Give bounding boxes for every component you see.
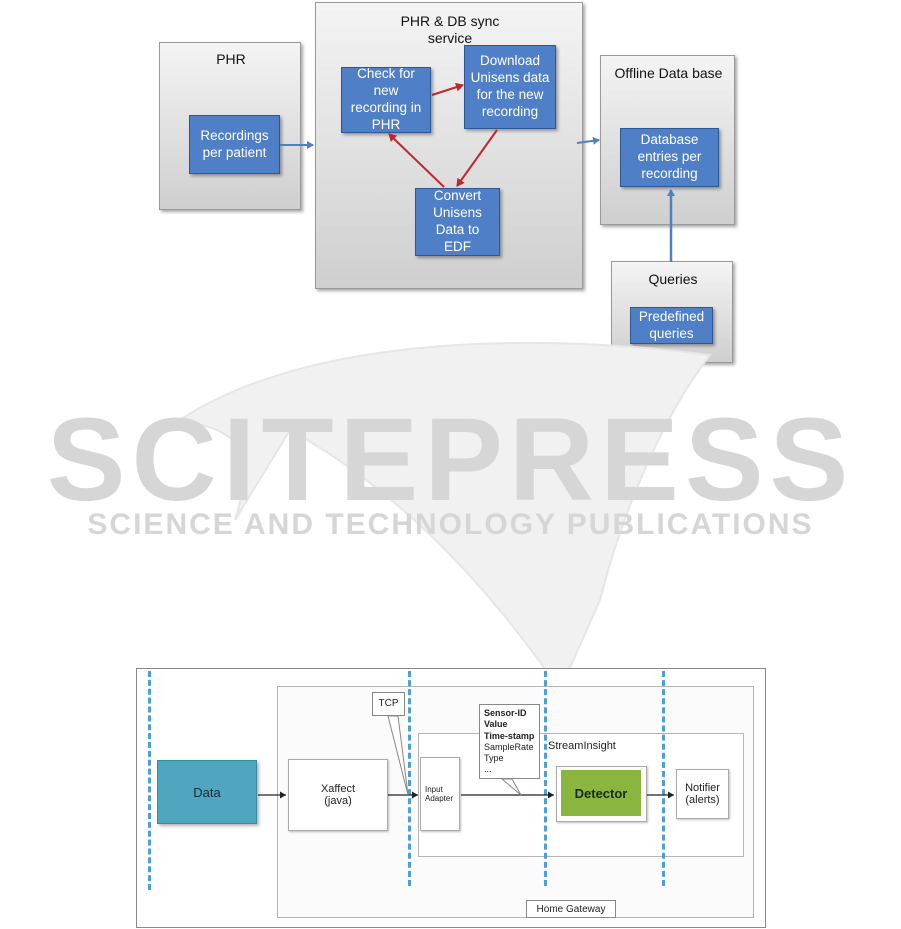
dashed-separator-2 <box>408 671 411 886</box>
sensor-fields-callout: Sensor-ID Value Time-stamp SampleRate Ty… <box>479 704 540 779</box>
recordings-per-patient-box: Recordings per patient <box>189 115 280 174</box>
detector-box: Detector <box>561 770 641 816</box>
download-unisens-box: Download Unisens data for the new record… <box>464 45 556 129</box>
input-adapter-box: Input Adapter <box>420 757 460 831</box>
arrow-convert-to-check <box>388 133 445 188</box>
sync-service-title-line1: PHR & DB sync <box>400 13 500 29</box>
watermark-main: SCITEPRESS <box>46 394 855 526</box>
callout-value: Value <box>484 719 508 730</box>
database-entries-box: Database entries per recording <box>620 128 719 187</box>
queries-title: Queries <box>648 271 698 287</box>
watermark-sub: SCIENCE AND TECHNOLOGY PUBLICATIONS <box>87 508 814 541</box>
sync-service-title-line2: service <box>427 30 473 46</box>
predefined-queries-box: Predefined queries <box>630 307 713 344</box>
callout-ellipsis: ... <box>484 764 492 775</box>
callout-time-stamp: Time-stamp <box>484 730 535 741</box>
callout-samplerate: SampleRate <box>484 741 534 752</box>
phr-title: PHR <box>216 51 246 67</box>
home-gateway-label-box: Home Gateway <box>526 900 616 918</box>
data-box: Data <box>157 760 257 824</box>
xaffect-box: Xaffect (java) <box>288 759 388 831</box>
tcp-callout-pointer <box>387 715 409 796</box>
top-arrows <box>280 82 675 262</box>
arrow-download-to-convert <box>456 129 498 187</box>
tcp-label: TCP <box>378 697 399 709</box>
check-new-recording-box: Check for new recording in PHR <box>341 66 431 133</box>
arrow-sync-to-offline-db <box>576 136 600 145</box>
notifier-box: Notifier (alerts) <box>676 769 729 819</box>
home-gateway-label: Home Gateway <box>536 903 606 915</box>
callout-sensor-id: Sensor-ID <box>484 708 527 718</box>
dashed-separator-3 <box>544 671 547 886</box>
detector-label: Detector <box>574 785 628 801</box>
callout-type: Type <box>484 753 504 763</box>
streaminsight-label: StreamInsight <box>548 740 616 752</box>
offline-database-title: Offline Data base <box>614 65 723 81</box>
dashed-separator-1 <box>148 671 151 890</box>
dashed-separator-4 <box>662 671 665 886</box>
top-diagram: PHR Recordings per patient PHR & DB sync… <box>0 0 901 370</box>
arrow-check-to-download <box>431 82 464 96</box>
sensor-callout-pointer <box>500 778 522 796</box>
data-label: Data <box>193 784 221 800</box>
convert-unisens-box: Convert Unisens Data to EDF <box>415 188 500 256</box>
